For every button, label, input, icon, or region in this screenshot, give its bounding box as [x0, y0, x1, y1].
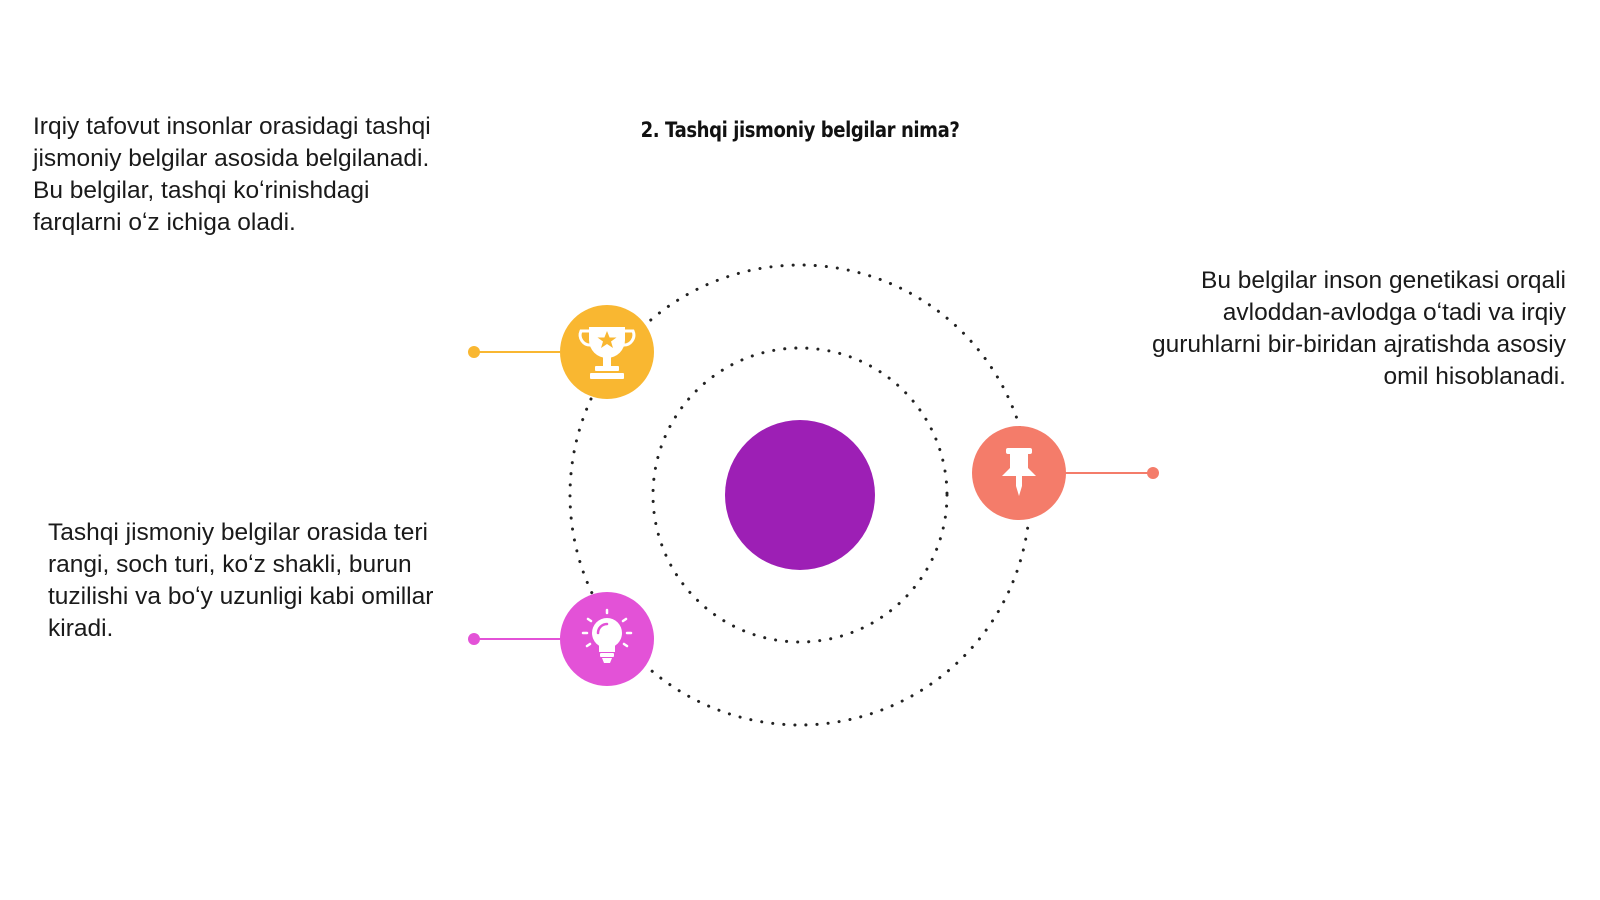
lightbulb-icon [581, 608, 633, 663]
trophy-icon [578, 327, 636, 379]
inner-orbit [651, 346, 949, 644]
connector-dot-lightbulb [468, 633, 480, 645]
slide-title: 2. Tashqi jismoniy belgilar nima? [640, 118, 960, 142]
text-block-top-left: Irqiy tafovut insonlar orasidagi tashqi … [33, 113, 431, 236]
connector-dot-pushpin [1147, 467, 1159, 479]
connector-dot-trophy [468, 346, 480, 358]
center-circle [725, 420, 875, 570]
node-pushpin [972, 426, 1066, 520]
pushpin-icon [1002, 448, 1036, 496]
text-block-bottom-left: Tashqi jismoniy belgilar orasida teri ra… [48, 519, 434, 642]
node-lightbulb [560, 592, 654, 686]
node-trophy [560, 305, 654, 399]
text-block-right: Bu belgilar inson genetikasi orqali avlo… [1152, 267, 1566, 390]
